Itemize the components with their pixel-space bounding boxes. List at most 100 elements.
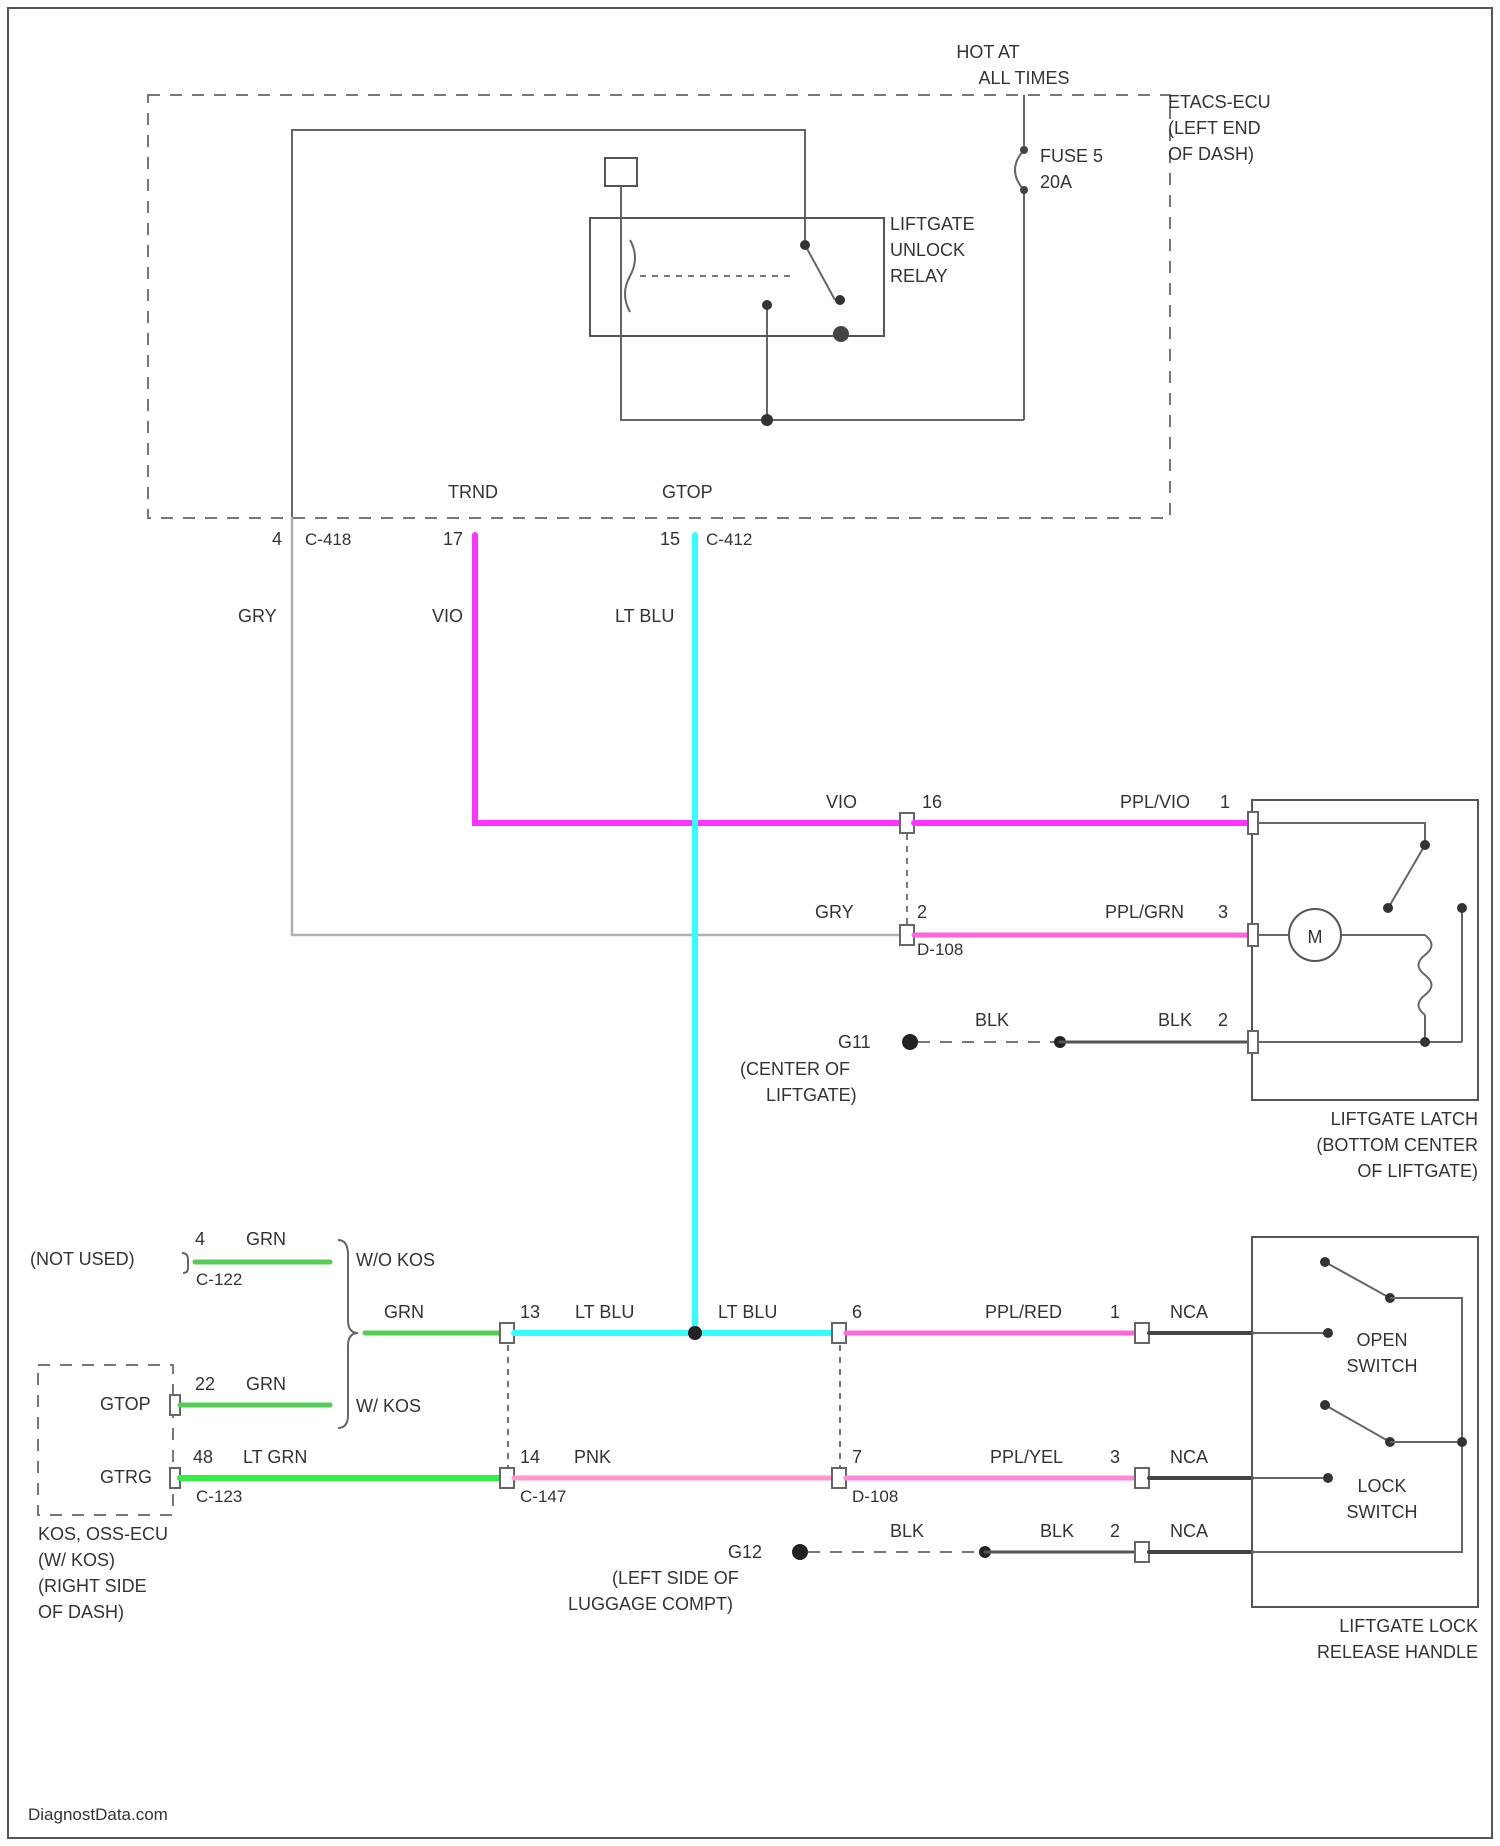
liftgate-latch: M [1248, 800, 1478, 1100]
grn-wire-label-top: GRN [246, 1229, 286, 1249]
relay-feed-wire [292, 130, 805, 518]
connector-d108-upper [900, 813, 914, 945]
gry-wire [292, 518, 905, 935]
connector-d108-lower [832, 1323, 846, 1488]
kos-ecu-label-line3: (RIGHT SIDE [38, 1576, 147, 1596]
etacs-pin-gtop-number: 15 [660, 529, 680, 549]
kos-conn-c122: C-122 [196, 1270, 242, 1289]
nca-label-open: NCA [1170, 1302, 1208, 1322]
latch-label-line2: (BOTTOM CENTER [1316, 1135, 1478, 1155]
open-switch-line1: OPEN [1356, 1330, 1407, 1350]
power-label-line1: HOT AT [956, 42, 1019, 62]
d108-upper-pin-2: 2 [917, 902, 927, 922]
lt-blu-splice [688, 1326, 702, 1340]
latch-label-line3: OF LIFTGATE) [1357, 1161, 1478, 1181]
etacs-label-line2: (LEFT END [1168, 118, 1261, 138]
c147-pin-14: 14 [520, 1447, 540, 1467]
relay-label-line1: LIFTGATE [890, 214, 975, 234]
open-switch-icon [1325, 1262, 1390, 1298]
lock-switch-line1: LOCK [1357, 1476, 1406, 1496]
etacs-label-line3: OF DASH) [1168, 144, 1254, 164]
open-switch-line2: SWITCH [1347, 1356, 1418, 1376]
d108-lower-pin-6: 6 [852, 1302, 862, 1322]
handle-pin-1: 1 [1110, 1302, 1120, 1322]
kos-pin-22: 22 [195, 1374, 215, 1394]
liftgate-unlock-relay [590, 158, 884, 420]
latch-pin-1: 1 [1220, 792, 1230, 812]
connector-c147 [500, 1323, 514, 1488]
relay-switch-icon [805, 245, 835, 300]
ground-g11-line1: (CENTER OF [740, 1059, 850, 1079]
blk-wire-label-latch: BLK [1158, 1010, 1192, 1030]
ppl-grn-wire-label: PPL/GRN [1105, 902, 1184, 922]
gry-wire-label-vertical: GRY [238, 606, 277, 626]
latch-motor-label: M [1308, 927, 1323, 947]
handle-label-line1: LIFTGATE LOCK [1339, 1616, 1478, 1636]
ground-g12-line2: LUGGAGE COMPT) [568, 1594, 733, 1614]
d108-upper-pin-16: 16 [922, 792, 942, 812]
liftgate-lock-release-handle [1252, 1237, 1478, 1607]
lock-switch-line2: SWITCH [1347, 1502, 1418, 1522]
power-label-line2: ALL TIMES [978, 68, 1069, 88]
lt-grn-wire-label: LT GRN [243, 1447, 307, 1467]
blk-wire-label-g12: BLK [890, 1521, 924, 1541]
etacs-ecu-boundary [148, 95, 1170, 518]
ground-g11-icon [902, 1034, 918, 1050]
blk-wire-label-g11: BLK [975, 1010, 1009, 1030]
handle-label-line2: RELEASE HANDLE [1317, 1642, 1478, 1662]
kos-pin-gtop-name: GTOP [100, 1394, 151, 1414]
ground-g11-line2: LIFTGATE) [766, 1085, 857, 1105]
latch-label-line1: LIFTGATE LATCH [1331, 1109, 1478, 1129]
kos-pin-4: 4 [195, 1229, 205, 1249]
latch-pin-2: 2 [1218, 1010, 1228, 1030]
watermark: DiagnostData.com [28, 1805, 168, 1824]
relay-terminal-box [605, 158, 637, 186]
nca-label-lock: NCA [1170, 1447, 1208, 1467]
ppl-yel-wire-label: PPL/YEL [990, 1447, 1063, 1467]
grn-wire-label-mid: GRN [384, 1302, 424, 1322]
vio-wire-label-vertical: VIO [432, 606, 463, 626]
lt-blu-label-left: LT BLU [575, 1302, 634, 1322]
nca-label-ground: NCA [1170, 1521, 1208, 1541]
ground-g11-id: G11 [838, 1032, 871, 1052]
c147-pin-13: 13 [520, 1302, 540, 1322]
kos-option-brace [338, 1240, 358, 1428]
kos-conn-c123: C-123 [196, 1487, 242, 1506]
pnk-wire-label: PNK [574, 1447, 611, 1467]
lt-blu-wire-label-vertical: LT BLU [615, 606, 674, 626]
ground-g12-id: G12 [728, 1542, 762, 1562]
handle-connector [1135, 1323, 1149, 1562]
fuse-label-line1: FUSE 5 [1040, 146, 1103, 166]
without-kos-label: W/O KOS [356, 1250, 435, 1270]
kos-ecu-label-line1: KOS, OSS-ECU [38, 1524, 168, 1544]
etacs-conn-c418: C-418 [305, 530, 351, 549]
d108-upper-conn-label: D-108 [917, 940, 963, 959]
relay-label-line3: RELAY [890, 266, 948, 286]
kos-pin-gtrg-name: GTRG [100, 1467, 152, 1487]
vio-wire [475, 535, 905, 823]
etacs-pin-gtop-name: GTOP [662, 482, 713, 502]
kos-ecu-label-line2: (W/ KOS) [38, 1550, 115, 1570]
blk-wire-label-handle: BLK [1040, 1521, 1074, 1541]
handle-pin-3: 3 [1110, 1447, 1120, 1467]
ppl-vio-wire-label: PPL/VIO [1120, 792, 1190, 812]
kos-oss-ecu-boundary [38, 1365, 173, 1515]
vio-wire-label-horizontal: VIO [826, 792, 857, 812]
handle-pin-2: 2 [1110, 1521, 1120, 1541]
ppl-red-wire-label: PPL/RED [985, 1302, 1062, 1322]
etacs-conn-c412: C-412 [706, 530, 752, 549]
relay-coil-icon [625, 240, 635, 312]
etacs-pin-gry-number: 4 [272, 529, 282, 549]
kos-ecu-label-line4: OF DASH) [38, 1602, 124, 1622]
d108-lower-pin-7: 7 [852, 1447, 862, 1467]
not-used-label: (NOT USED) [30, 1249, 135, 1269]
kos-pin-48: 48 [193, 1447, 213, 1467]
etacs-pin-trnd-number: 17 [443, 529, 463, 549]
relay-bus-junction [761, 414, 773, 426]
latch-pin-3: 3 [1218, 902, 1228, 922]
grn-wire-label-gtop: GRN [246, 1374, 286, 1394]
lt-blu-label-right: LT BLU [718, 1302, 777, 1322]
etacs-label-line1: ETACS-ECU [1168, 92, 1271, 112]
